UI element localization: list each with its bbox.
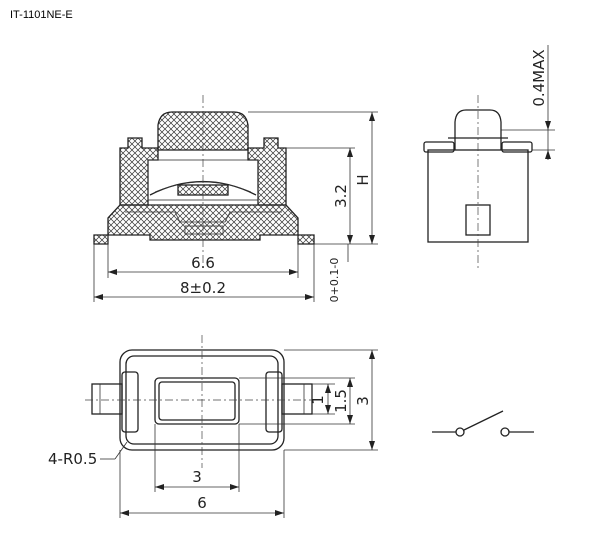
side-view-dimensions: H 3.2 0+0.1-0 6.6 8±0.2 [93, 111, 378, 303]
dim-body-height: 3 [354, 396, 372, 406]
part-number-title: IT-1101NE-E [10, 9, 73, 21]
dim-lead-offset: 0+0.1-0 [328, 258, 341, 303]
top-view [85, 335, 325, 468]
dim-inner-width: 6.6 [191, 254, 215, 272]
dim-overall-width: 8±0.2 [180, 279, 226, 297]
dim-button-height: 1.5 [332, 389, 350, 413]
dim-height-total: H [354, 174, 372, 185]
dim-body-width: 6 [197, 494, 207, 512]
dim-radius: 4-R0.5 [48, 450, 97, 468]
switch-symbol [432, 410, 534, 437]
dim-actuator-overhang: 0.4MAX [530, 49, 548, 106]
dim-button-width: 3 [192, 468, 202, 486]
end-view [423, 95, 533, 270]
end-view-dimensions: 0.4MAX [501, 45, 555, 160]
dim-lead-width: 1 [309, 395, 327, 405]
dim-body-height: 3.2 [332, 184, 350, 208]
top-view-dimensions: 4-R0.5 3 6 1 1.5 3 [48, 349, 378, 518]
side-section-view [93, 95, 315, 270]
